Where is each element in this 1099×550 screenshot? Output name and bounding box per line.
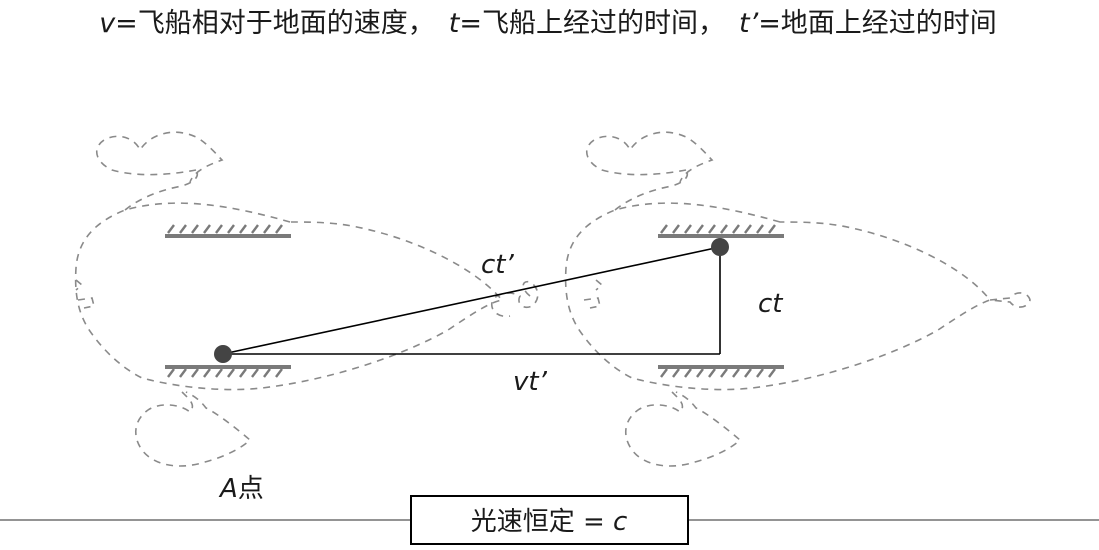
spaceship-outline-left [74, 131, 504, 467]
light-speed-symbol: c [613, 507, 627, 537]
t-symbol: t [449, 8, 461, 39]
v-symbol: v [99, 8, 116, 39]
mirror-top-left [165, 224, 291, 238]
spaceship-outline-right [490, 131, 1031, 467]
t-prime-definition: =地面上经过的时间 [758, 8, 997, 39]
label-ct: ct [758, 289, 783, 319]
t-definition: =飞船上经过的时间， [459, 8, 725, 39]
t-prime-symbol: t’ [739, 8, 759, 39]
mirror-top-right [658, 224, 784, 238]
photon-start-point [214, 345, 232, 363]
label-point-a: A点 [218, 474, 264, 504]
light-path-hypotenuse [222, 246, 721, 355]
mirror-bottom-right [658, 365, 784, 378]
light-speed-caption: 光速恒定 = c [471, 507, 628, 537]
label-ct-prime: ct’ [481, 250, 514, 280]
light-speed-box [410, 495, 689, 545]
label-vt-prime: vt’ [513, 367, 548, 397]
point-a-text: 点 [238, 474, 264, 504]
mirror-bottom-left [165, 365, 291, 378]
v-definition: =飞船相对于地面的速度， [115, 8, 435, 39]
photon-end-point [711, 238, 729, 256]
header-caption: v=飞船相对于地面的速度， t=飞船上经过的时间， t’=地面上经过的时间 [99, 8, 997, 39]
point-a-symbol: A [218, 474, 238, 504]
light-speed-text: 光速恒定 = [471, 507, 613, 537]
